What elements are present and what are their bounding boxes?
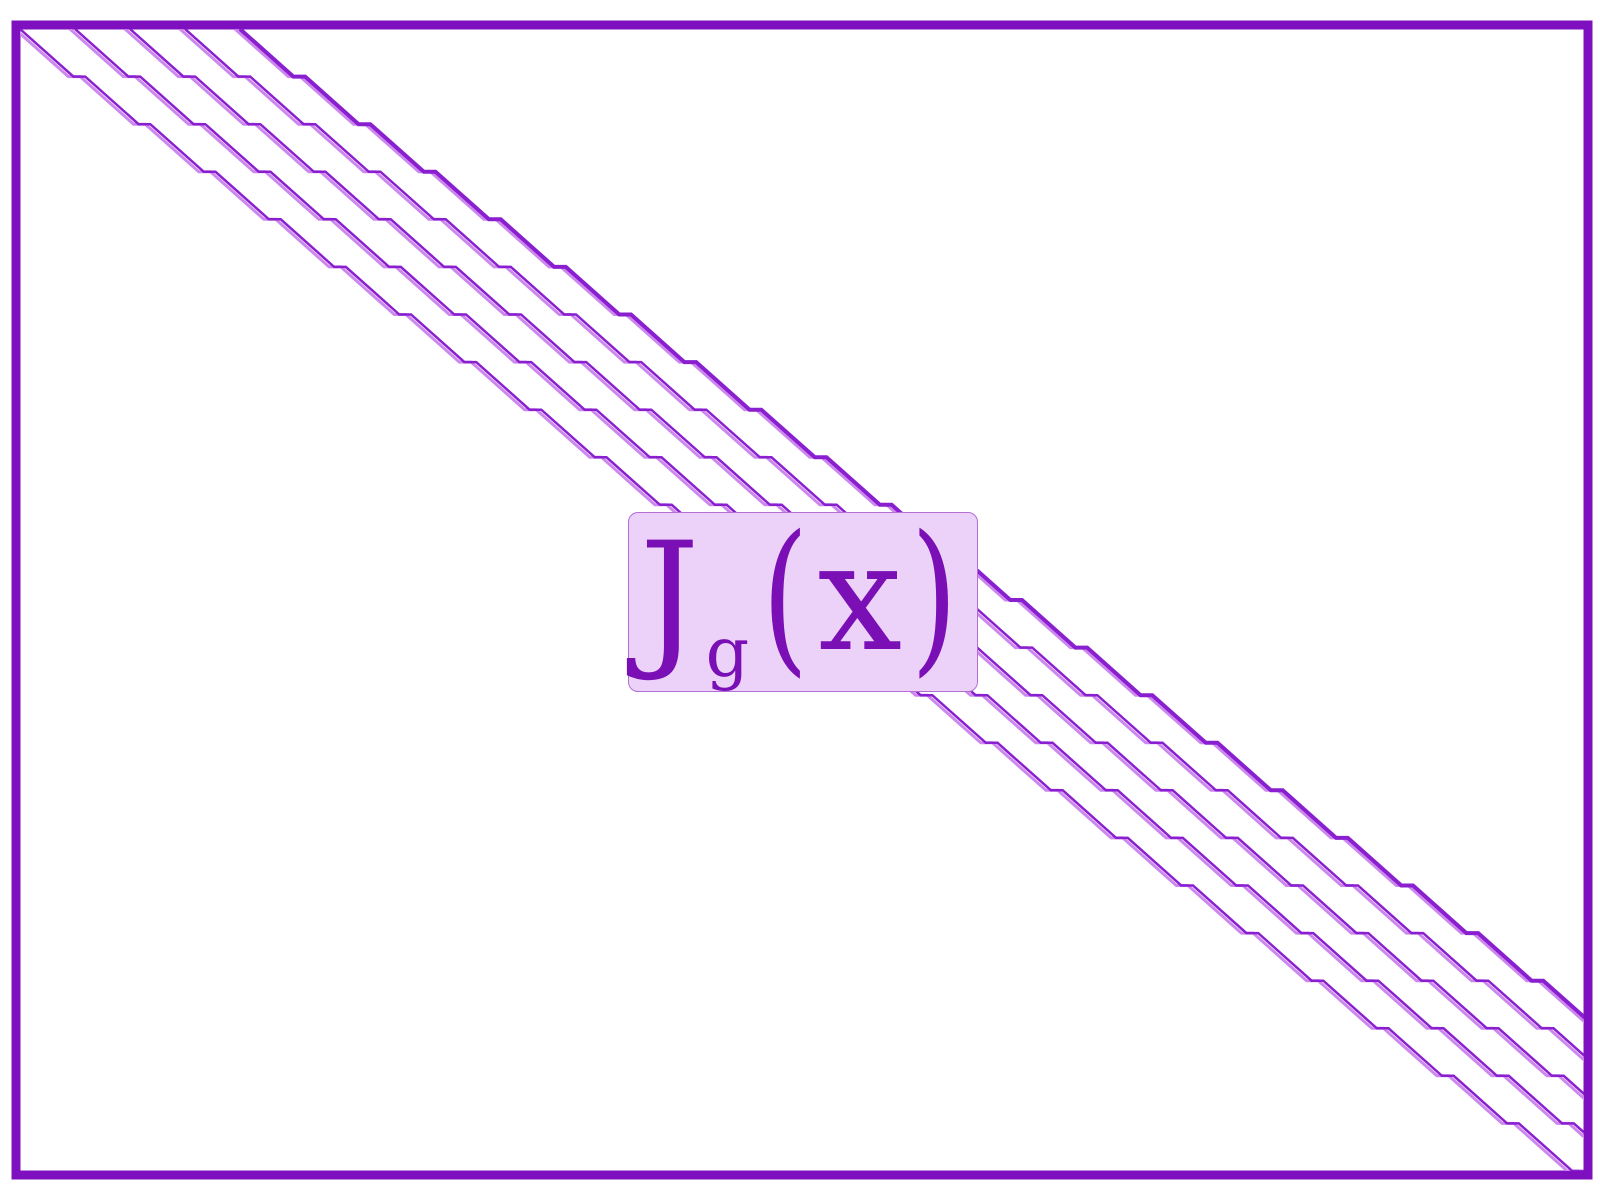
- open-paren: (: [762, 499, 809, 692]
- jacobian-subscript: g: [705, 614, 750, 693]
- jacobian-argument: x: [817, 511, 903, 685]
- close-paren: ): [911, 499, 958, 692]
- diagonal-bands: [20, 29, 1584, 1171]
- jacobian-symbol: J: [639, 511, 700, 685]
- jacobian-label-box: J g ( x ): [628, 512, 978, 692]
- band-5-dark: [238, 29, 1584, 1020]
